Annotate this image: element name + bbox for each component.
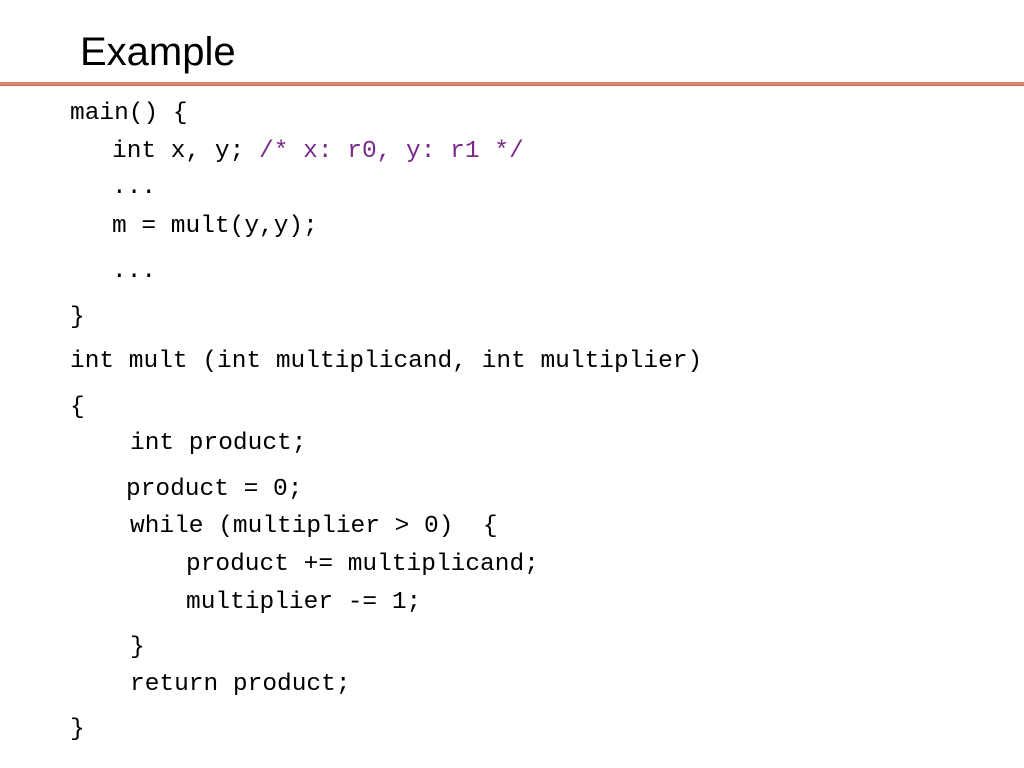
- code-product-add: product += multiplicand;: [186, 551, 539, 578]
- code-mult-open: {: [70, 394, 85, 421]
- code-product-init: product = 0;: [126, 476, 303, 503]
- slide-title: Example: [80, 30, 236, 74]
- code-ellipsis-2: ...: [112, 258, 157, 285]
- code-main-signature: main() {: [70, 100, 188, 127]
- code-multiplier-decrement: multiplier -= 1;: [186, 589, 422, 616]
- code-return: return product;: [130, 671, 351, 698]
- code-main-close: }: [70, 304, 85, 331]
- code-mult-signature: int mult (int multiplicand, int multipli…: [70, 348, 703, 375]
- code-while-head: while (multiplier > 0) {: [130, 513, 498, 540]
- code-product-declaration: int product;: [130, 430, 307, 457]
- code-mult-close: }: [70, 716, 85, 743]
- code-while-close: }: [130, 634, 145, 661]
- code-register-comment: /* x: r0, y: r1 */: [259, 138, 524, 165]
- code-mult-call: m = mult(y,y);: [112, 213, 318, 240]
- title-divider: [0, 82, 1024, 86]
- code-ellipsis-1: ...: [112, 174, 157, 201]
- code-declaration: int x, y;: [112, 138, 260, 165]
- code-declaration-line: int x, y; /* x: r0, y: r1 */: [112, 136, 524, 168]
